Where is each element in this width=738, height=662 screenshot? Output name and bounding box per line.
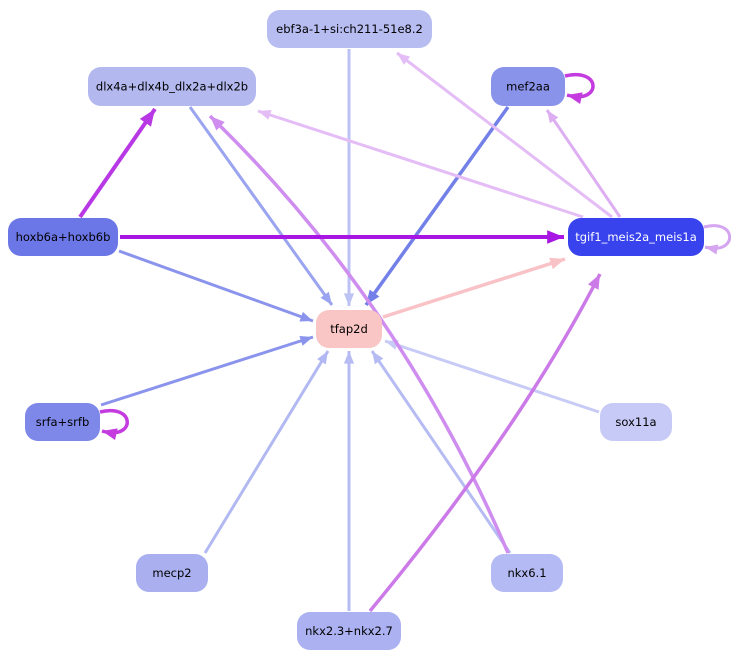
node-box-sox11a <box>600 403 672 441</box>
node-label-tfap2d: tfap2d <box>330 322 368 336</box>
node-tfap2d: tfap2d <box>316 310 382 348</box>
edge-hoxb6a-dlx <box>78 107 157 219</box>
node-label-dlx: dlx4a+dlx4b_dlx2a+dlx2b <box>96 80 248 94</box>
node-label-nkx6.1: nkx6.1 <box>507 566 546 580</box>
arrowhead-hoxb6a-tfap2d <box>299 311 313 322</box>
node-srfa: srfa+srfb <box>25 403 100 441</box>
node-box-dlx <box>88 67 256 106</box>
node-label-ebf3a: ebf3a-1+si:ch211-51e8.2 <box>276 22 423 36</box>
arrowhead-nkx6.1-dlx <box>210 116 225 131</box>
node-label-hoxb6a: hoxb6a+hoxb6b <box>16 230 111 244</box>
arrowhead-hoxb6a-tgif1 <box>547 230 564 244</box>
node-label-mecp2: mecp2 <box>152 566 191 580</box>
arrowhead-tgif1-dlx <box>258 110 272 120</box>
edge-nkx2.3-tgif1 <box>368 273 602 613</box>
node-hoxb6a: hoxb6a+hoxb6b <box>8 218 118 256</box>
node-nkx6.1: nkx6.1 <box>491 554 563 592</box>
edge-nkx6.1-tfap2d <box>370 350 512 554</box>
edge-dlx-tfap2d <box>188 106 334 306</box>
node-sox11a: sox11a <box>600 403 672 441</box>
node-ebf3a: ebf3a-1+si:ch211-51e8.2 <box>267 10 432 48</box>
node-box-hoxb6a <box>8 218 118 256</box>
node-box-nkx2.3 <box>297 612 401 650</box>
arrowhead-tgif1-ebf3a <box>397 53 411 65</box>
arrowhead-tgif1-mef2aa <box>547 110 559 124</box>
arrowhead-tfap2d-tgif1 <box>549 257 565 270</box>
arrowhead-tgif1-tgif1 <box>705 244 719 255</box>
node-label-sox11a: sox11a <box>615 415 656 429</box>
edge-tgif1-mef2aa <box>545 109 622 218</box>
node-label-tgif1: tgif1_meis2a_meis1a <box>575 230 697 244</box>
node-box-ebf3a <box>267 10 432 48</box>
node-label-srfa: srfa+srfb <box>36 415 90 429</box>
edge-tfap2d-tgif1 <box>382 257 566 319</box>
arrowhead-nkx6.1-tfap2d <box>372 351 384 365</box>
node-label-mef2aa: mef2aa <box>506 80 550 94</box>
arrowhead-nkx2.3-tgif1 <box>587 274 600 290</box>
edge-mef2aa-tfap2d <box>364 105 510 307</box>
node-box-nkx6.1 <box>491 554 563 592</box>
arrowhead-srfa-srfa <box>102 428 118 441</box>
edge-tgif1-dlx <box>257 109 584 219</box>
arrowhead-hoxb6a-dlx <box>139 109 155 127</box>
arrowhead-srfa-tfap2d <box>299 335 313 346</box>
arrowhead-ebf3a-tfap2d <box>343 293 355 306</box>
node-box-tfap2d <box>316 310 382 348</box>
edge-hoxb6a-tfap2d <box>118 249 314 323</box>
node-tgif1: tgif1_meis2a_meis1a <box>568 218 704 256</box>
edge-srfa-tfap2d <box>100 335 314 407</box>
node-nkx2.3: nkx2.3+nkx2.7 <box>297 612 401 650</box>
node-box-srfa <box>25 403 100 441</box>
arrowhead-nkx2.3-tfap2d <box>343 351 355 364</box>
arrowhead-mef2aa-mef2aa <box>567 92 583 104</box>
node-box-mef2aa <box>491 67 565 106</box>
node-box-tgif1 <box>568 218 704 256</box>
arrowhead-dlx-tfap2d <box>320 291 332 305</box>
node-mecp2: mecp2 <box>136 554 208 592</box>
node-mef2aa: mef2aa <box>491 67 565 106</box>
node-box-mecp2 <box>136 554 208 592</box>
edge-tgif1-ebf3a <box>396 51 613 219</box>
node-dlx: dlx4a+dlx4b_dlx2a+dlx2b <box>88 67 256 106</box>
edge-sox11a-tfap2d <box>384 339 600 414</box>
arrowhead-mecp2-tfap2d <box>317 351 328 365</box>
node-label-nkx2.3: nkx2.3+nkx2.7 <box>305 624 393 638</box>
edge-mecp2-tfap2d <box>203 350 330 554</box>
